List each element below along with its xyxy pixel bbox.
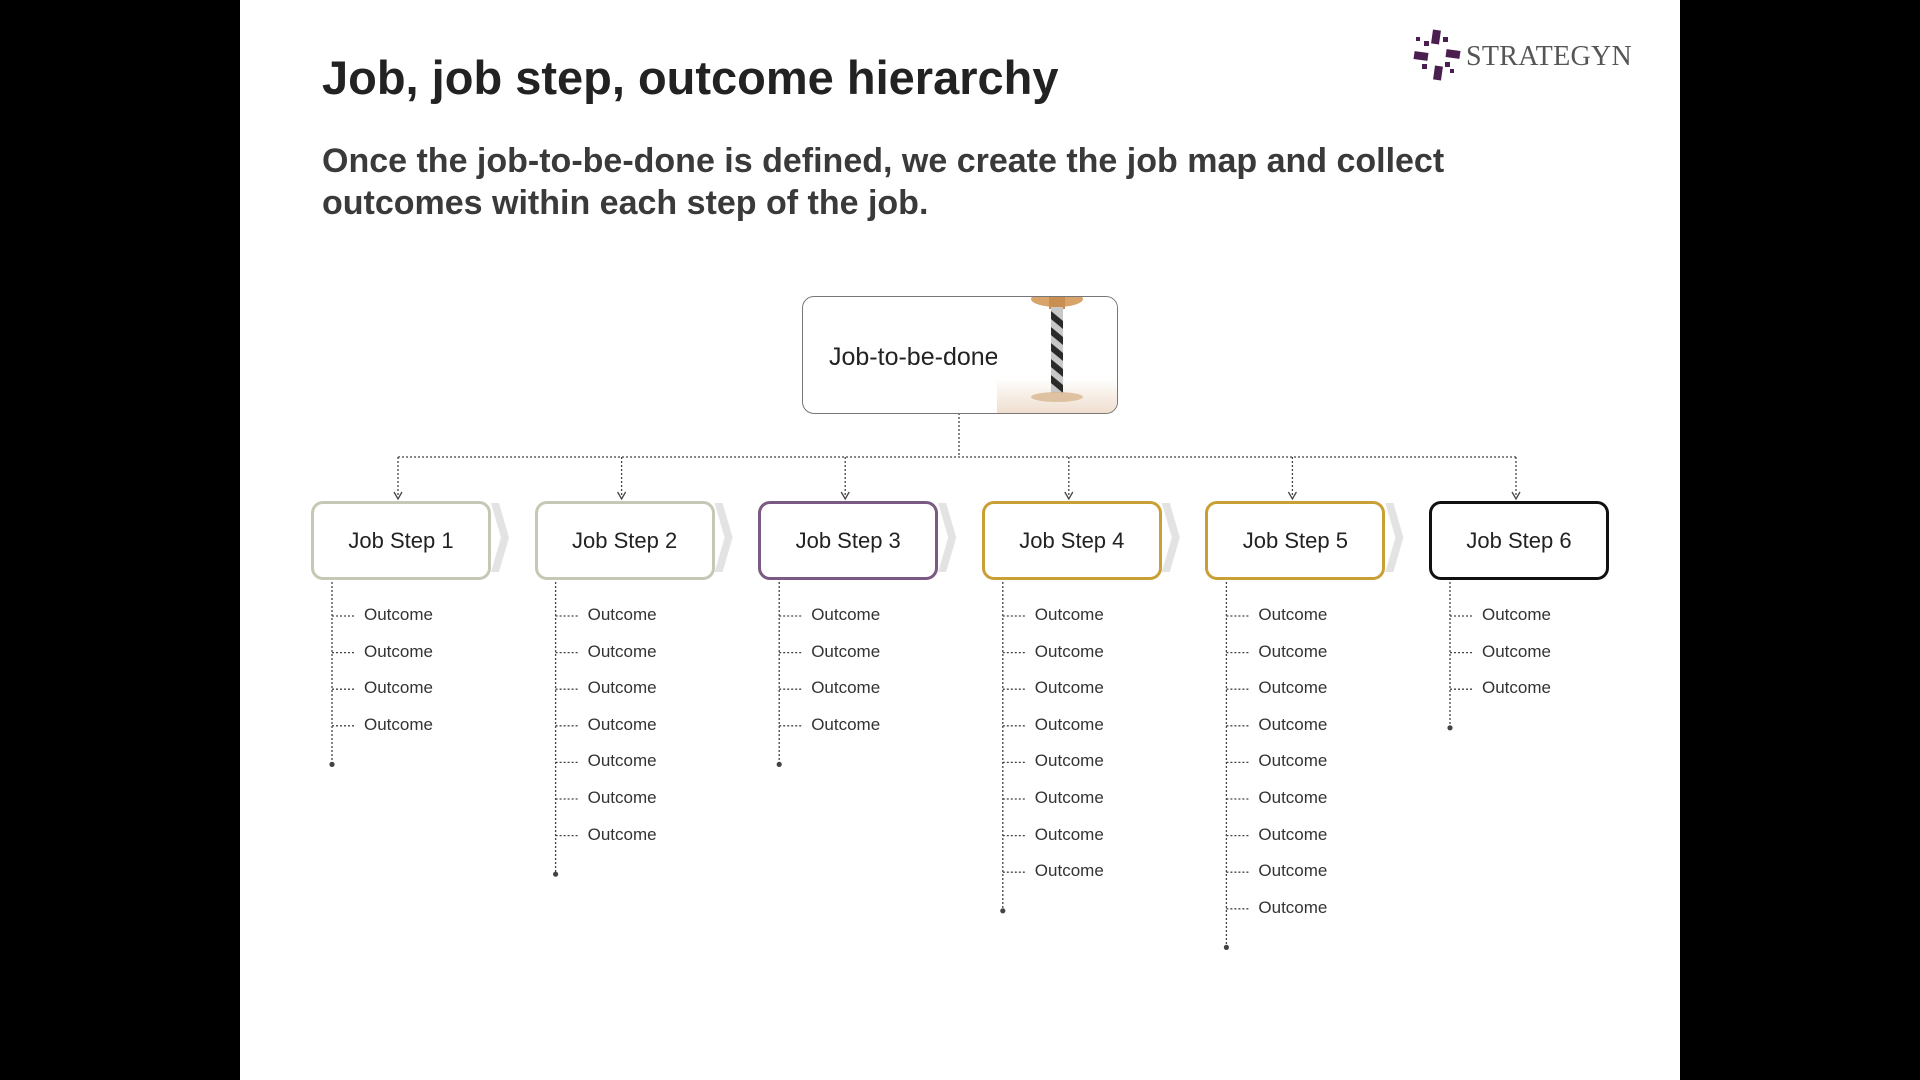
outcome-item: Outcome	[811, 678, 881, 698]
outcome-item: Outcome	[587, 824, 657, 844]
logo-text: STRATEGYN	[1466, 41, 1633, 72]
job-to-be-done-box: Job-to-be-done	[802, 296, 1118, 414]
outcome-item: Outcome	[811, 714, 881, 734]
arrowhead-icon	[617, 491, 627, 501]
job-step-box: Job Step 5	[1205, 501, 1386, 580]
outcome-item: Outcome	[1258, 897, 1328, 917]
chevron-arrow-icon	[1161, 503, 1180, 572]
outcome-item: Outcome	[587, 751, 657, 771]
outcome-item: Outcome	[1258, 714, 1328, 734]
job-step-label: Job Step 6	[1466, 527, 1572, 553]
outcome-item: Outcome	[811, 641, 881, 661]
job-to-be-done-label: Job-to-be-done	[829, 343, 999, 371]
arrowhead-icon	[840, 491, 850, 501]
outcome-item: Outcome	[1034, 751, 1104, 771]
job-step-label: Job Step 5	[1242, 527, 1348, 553]
job-step-label: Job Step 3	[795, 527, 901, 553]
job-step-box: Job Step 6	[1429, 501, 1609, 580]
chevron-arrow-icon	[1385, 503, 1404, 572]
outcome-item: Outcome	[1258, 788, 1328, 807]
outcome-item: Outcome	[1034, 788, 1104, 807]
connector-lines	[329, 413, 1521, 951]
job-step-label: Job Step 2	[572, 527, 678, 553]
outcome-item: Outcome	[364, 678, 433, 698]
job-step-box: Job Step 4	[981, 501, 1162, 580]
outcome-item: Outcome	[587, 714, 657, 734]
job-step-box: Job Step 1	[311, 501, 491, 580]
tree-end-dot	[329, 761, 335, 768]
outcome-item: Outcome	[364, 605, 433, 624]
arrowhead-icon	[1064, 491, 1074, 501]
outcome-item: Outcome	[587, 788, 657, 807]
tree-end-dot	[1447, 725, 1453, 731]
arrowhead-icon	[1511, 491, 1521, 501]
outcome-item: Outcome	[1034, 714, 1104, 734]
arrowhead-icon	[393, 491, 403, 501]
outcome-item: Outcome	[1258, 824, 1328, 844]
outcome-item: Outcome	[1034, 641, 1104, 661]
outcome-item: Outcome	[1258, 605, 1328, 624]
outcome-item: Outcome	[364, 714, 433, 734]
chevron-arrow-icon	[491, 503, 509, 572]
tree-end-dot	[1000, 908, 1006, 914]
arrowhead-icon	[1287, 491, 1297, 501]
drill-bit-photo	[997, 297, 1117, 413]
tree-end-dot	[776, 761, 782, 768]
strategyn-mark-icon	[1413, 29, 1461, 81]
outcome-item: Outcome	[1482, 641, 1551, 661]
outcome-item: Outcome	[364, 641, 433, 661]
job-step-box: Job Step 2	[534, 501, 715, 580]
slide: Job, job step, outcome hierarchy Once th…	[240, 0, 1680, 1080]
outcome-item: Outcome	[1482, 678, 1551, 698]
outcome-item: Outcome	[1034, 824, 1104, 844]
job-step-box: Job Step 3	[758, 501, 939, 580]
outcome-item: Outcome	[1034, 605, 1104, 624]
job-step-label: Job Step 4	[1019, 527, 1125, 553]
outcome-item: Outcome	[811, 605, 881, 624]
tree-end-dot	[553, 871, 559, 877]
outcome-item: Outcome	[1034, 678, 1104, 698]
outcome-item: Outcome	[1258, 678, 1328, 698]
outcome-item: Outcome	[1258, 641, 1328, 661]
outcome-item: Outcome	[587, 678, 657, 698]
slide-subtitle: Once the job-to-be-done is defined, we c…	[322, 142, 1445, 222]
chevron-arrow-icon	[714, 503, 733, 572]
outcome-item: Outcome	[587, 641, 657, 661]
slide-title: Job, job step, outcome hierarchy	[322, 51, 1059, 104]
outcome-item: Outcome	[587, 605, 657, 624]
outcome-item: Outcome	[1258, 861, 1328, 881]
outcome-item: Outcome	[1482, 605, 1551, 624]
strategyn-logo: STRATEGYN	[1410, 28, 1632, 84]
outcome-item: Outcome	[1034, 861, 1104, 881]
job-step-label: Job Step 1	[348, 527, 454, 553]
tree-end-dot	[1223, 944, 1229, 951]
outcome-item: Outcome	[1258, 751, 1328, 771]
chevron-arrow-icon	[938, 503, 957, 572]
